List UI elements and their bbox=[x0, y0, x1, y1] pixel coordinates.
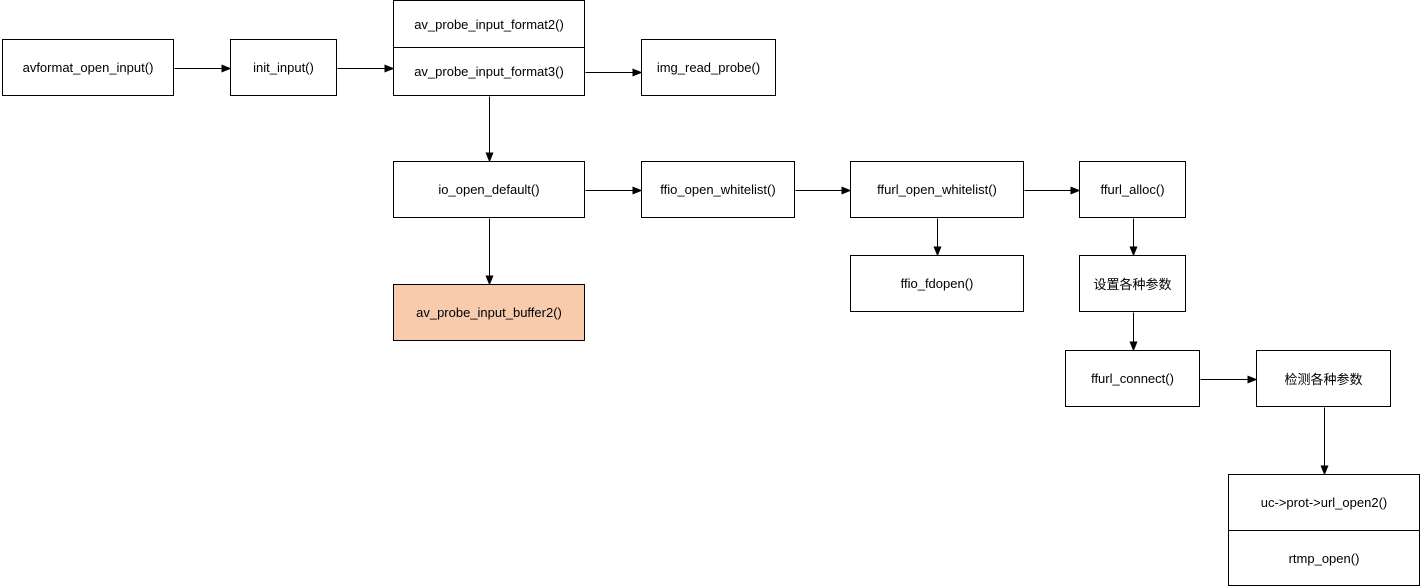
node-rtmp-open: rtmp_open() bbox=[1228, 530, 1420, 586]
node-av-probe-input-format2: av_probe_input_format2() bbox=[393, 0, 585, 47]
node-ffio-open-whitelist: ffio_open_whitelist() bbox=[641, 161, 795, 218]
node-init-input: init_input() bbox=[230, 39, 337, 96]
node-check-params: 检测各种参数 bbox=[1256, 350, 1391, 407]
node-avformat-open-input: avformat_open_input() bbox=[2, 39, 174, 96]
node-img-read-probe: img_read_probe() bbox=[641, 39, 776, 96]
node-url-open2: uc->prot->url_open2() bbox=[1228, 474, 1420, 530]
node-ffurl-connect: ffurl_connect() bbox=[1065, 350, 1200, 407]
node-av-probe-input-buffer2: av_probe_input_buffer2() bbox=[393, 284, 585, 341]
node-set-params: 设置各种参数 bbox=[1079, 255, 1186, 312]
node-ffio-fdopen: ffio_fdopen() bbox=[850, 255, 1024, 312]
node-io-open-default: io_open_default() bbox=[393, 161, 585, 218]
node-ffurl-open-whitelist: ffurl_open_whitelist() bbox=[850, 161, 1024, 218]
node-av-probe-input-format3: av_probe_input_format3() bbox=[393, 47, 585, 96]
node-ffurl-alloc: ffurl_alloc() bbox=[1079, 161, 1186, 218]
